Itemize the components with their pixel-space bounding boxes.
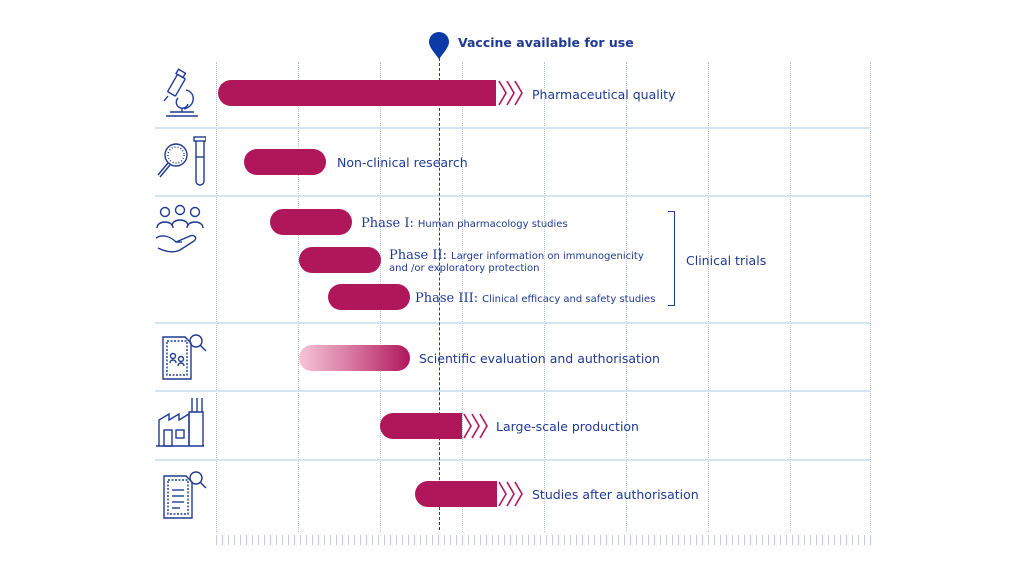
location-pin-icon xyxy=(429,32,449,59)
bar-non-clinical-research xyxy=(244,149,326,175)
chevron-right-icon xyxy=(498,481,523,507)
bar-pharmaceutical-quality xyxy=(218,80,496,106)
phase-name: Phase II: xyxy=(389,248,448,263)
chevron-right-icon xyxy=(498,80,523,106)
magnifier-test-tube-icon xyxy=(157,136,206,186)
grid-line xyxy=(626,62,627,532)
factory-icon xyxy=(156,398,204,447)
grid-line xyxy=(216,62,217,532)
phase-3-label: Phase III: Clinical efficacy and safety … xyxy=(415,290,655,306)
clinical-trials-bracket xyxy=(668,211,675,306)
phase-2-label: Phase II: Larger information on immunoge… xyxy=(389,247,644,263)
phase-desc: Human pharmacology studies xyxy=(417,219,568,230)
milestone-label: Vaccine available for use xyxy=(458,35,634,50)
row-divider xyxy=(155,459,870,461)
bar-phase-3 xyxy=(328,284,410,310)
bar-scientific-evaluation xyxy=(299,345,410,371)
bar-phase-2 xyxy=(299,247,381,273)
row-label: Large-scale production xyxy=(496,419,639,434)
phase-desc-continued: and /or exploratory protection xyxy=(389,263,540,274)
bar-studies-after-authorisation xyxy=(415,481,497,507)
grid-line xyxy=(790,62,791,532)
row-label: Scientific evaluation and authorisation xyxy=(419,351,660,366)
row-divider xyxy=(155,390,870,392)
phase-name: Phase I: xyxy=(361,216,414,231)
row-label: Studies after authorisation xyxy=(532,487,699,502)
grid-line xyxy=(544,62,545,532)
document-review-icon xyxy=(162,334,207,380)
document-search-icon xyxy=(163,471,207,519)
row-divider xyxy=(155,195,870,197)
grid-line xyxy=(298,62,299,532)
chevron-right-icon xyxy=(463,413,488,439)
people-hands-icon xyxy=(155,204,204,253)
grid-line xyxy=(462,62,463,532)
phase-desc: Clinical efficacy and safety studies xyxy=(482,294,656,305)
row-label: Non-clinical research xyxy=(337,155,468,170)
row-divider xyxy=(155,127,870,129)
phase-1-label: Phase I: Human pharmacology studies xyxy=(361,215,568,231)
milestone-line xyxy=(439,58,440,530)
microscope-icon xyxy=(163,68,198,117)
bar-large-scale-production xyxy=(380,413,462,439)
bar-phase-1 xyxy=(270,209,352,235)
row-divider xyxy=(155,322,870,324)
row-label: Pharmaceutical quality xyxy=(532,87,676,102)
timeline-ruler xyxy=(216,535,872,545)
clinical-trials-label: Clinical trials xyxy=(686,253,767,268)
grid-line xyxy=(708,62,709,532)
grid-line xyxy=(870,62,871,532)
phase-name: Phase III: xyxy=(415,291,479,306)
phase-desc: Larger information on immunogenicity xyxy=(451,251,644,262)
